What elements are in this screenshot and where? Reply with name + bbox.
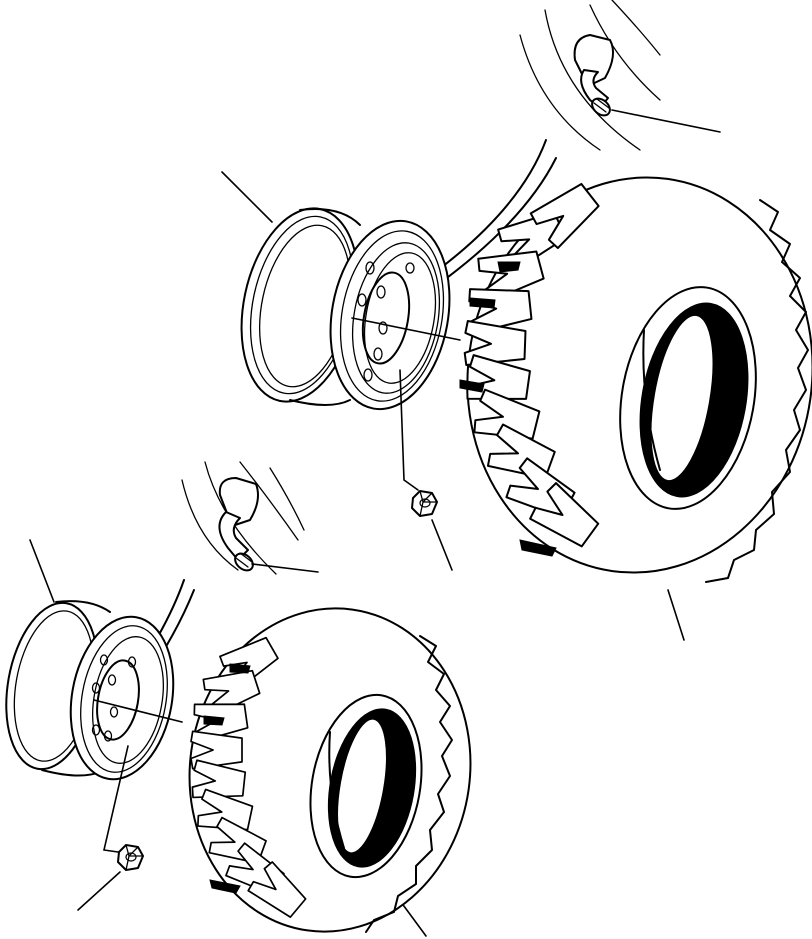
valve-stem-icon: [218, 477, 259, 572]
wheel-nut-icon: [411, 490, 438, 517]
upper-wheel-assembly: [221, 0, 812, 641]
upper-valve-arcs: [519, 0, 661, 151]
tread-tire-icon: [188, 607, 472, 933]
tread-tire-icon: [459, 176, 812, 583]
lower-wheel-assembly: [5, 461, 472, 937]
wheel-nut-icon: [117, 844, 144, 871]
valve-stem-icon: [573, 34, 615, 117]
wheel-disc-icon: [329, 219, 451, 411]
wheel-disc-icon: [69, 615, 175, 781]
